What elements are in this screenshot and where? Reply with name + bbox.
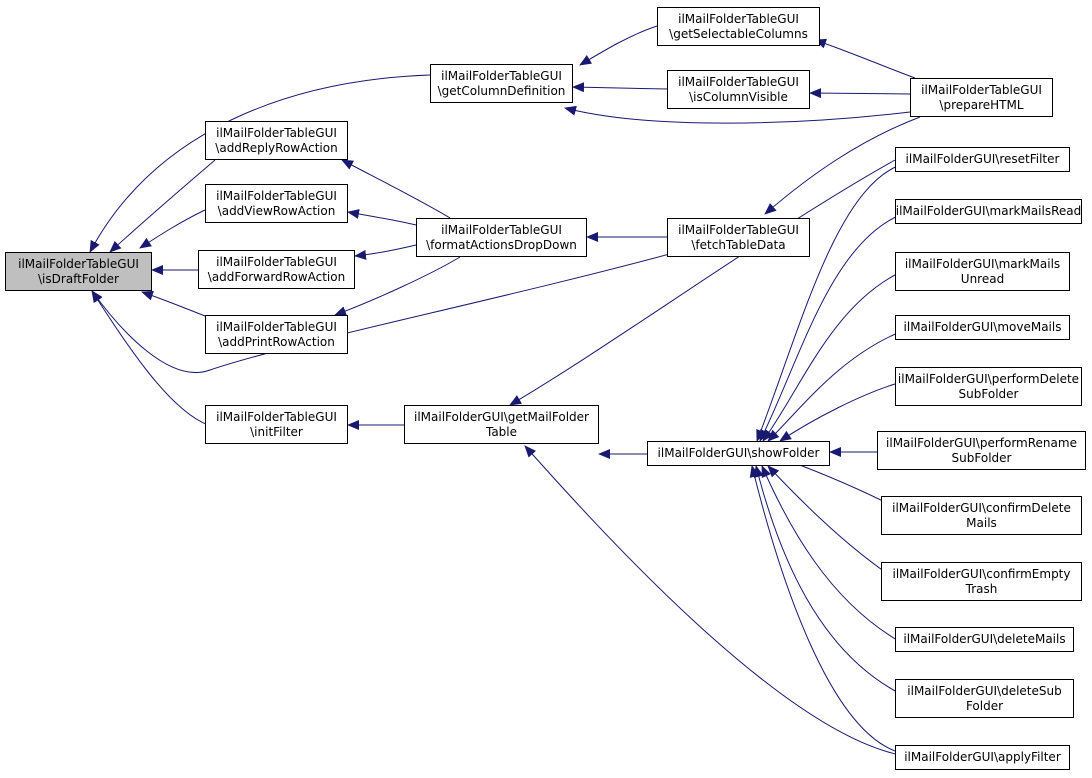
- edge-applyFilter-to-showFolder: [749, 465, 899, 753]
- node-label-line: \addPrintRowAction: [218, 334, 335, 349]
- node-label-line: \addViewRowAction: [217, 203, 336, 218]
- edge-addViewRowAction-to-isDraftFolder: [139, 209, 206, 249]
- node-label-line: Folder: [965, 698, 1004, 713]
- node-label-line: ilMailFolderGUI\performDelete: [897, 371, 1080, 386]
- edge-getSelectableColumns-to-getColumnDefinition: [579, 25, 658, 66]
- node-label-line: ilMailFolderTableGUI: [921, 82, 1042, 97]
- edge-confirmEmptyTrash-to-showFolder: [767, 465, 886, 573]
- node-label-line: ilMailFolderTableGUI: [678, 11, 799, 26]
- node-addReplyRowAction[interactable]: ilMailFolderTableGUI\addReplyRowAction: [205, 121, 348, 160]
- node-label-line: ilMailFolderGUI\confirmDelete: [892, 500, 1071, 515]
- node-label-line: \addForwardRowAction: [207, 269, 346, 284]
- node-resetFilter[interactable]: ilMailFolderGUI\resetFilter: [895, 147, 1070, 172]
- node-isDraftFolder: ilMailFolderTableGUI\isDraftFolder: [5, 252, 152, 291]
- edge-deleteSubFolder-to-showFolder: [753, 465, 898, 693]
- node-label-line: Unread: [960, 271, 1005, 286]
- node-label-line: Mails: [966, 515, 997, 530]
- edge-deleteMails-to-showFolder: [761, 465, 898, 641]
- edge-markMailsUnread-to-showFolder: [762, 274, 896, 442]
- node-label-line: ilMailFolderTableGUI: [216, 409, 337, 424]
- node-label-line: ilMailFolderGUI\resetFilter: [905, 152, 1060, 166]
- edge-getColumnDefinition-to-isDraftFolder: [89, 74, 431, 253]
- node-label-line: ilMailFolderGUI\showFolder: [657, 446, 820, 460]
- node-label-line: \isDraftFolder: [38, 271, 119, 286]
- node-label-line: \getSelectableColumns: [669, 26, 808, 41]
- edge-formatActionsDropDown-to-addPrintRowAction: [334, 256, 461, 316]
- node-label-line: \addReplyRowAction: [215, 140, 338, 155]
- node-label-line: ilMailFolderTableGUI: [216, 254, 337, 269]
- node-label-line: SubFolder: [951, 450, 1012, 465]
- node-label-line: \fetchTableData: [691, 237, 786, 252]
- edge-addReplyRowAction-to-isDraftFolder: [109, 159, 216, 253]
- node-getColumnDefinition[interactable]: ilMailFolderTableGUI\getColumnDefinition: [430, 64, 573, 103]
- edge-prepareHTML-to-fetchTableData: [764, 116, 921, 215]
- node-moveMails[interactable]: ilMailFolderGUI\moveMails: [895, 315, 1070, 340]
- edge-resetFilter-to-showFolder: [756, 164, 901, 442]
- node-initFilter[interactable]: ilMailFolderTableGUI\initFilter: [205, 405, 348, 444]
- node-label-line: Table: [485, 424, 518, 439]
- node-label-line: ilMailFolderTableGUI: [216, 319, 337, 334]
- edge-moveMails-to-showFolder: [767, 329, 906, 442]
- node-label-line: ilMailFolderTableGUI: [441, 222, 562, 237]
- node-formatActionsDropDown[interactable]: ilMailFolderTableGUI\formatActionsDropDo…: [416, 218, 587, 257]
- node-label-line: ilMailFolderTableGUI: [678, 74, 799, 89]
- node-addPrintRowAction[interactable]: ilMailFolderTableGUI\addPrintRowAction: [205, 315, 348, 354]
- node-label-line: ilMailFolderGUI\deleteSub: [907, 683, 1062, 698]
- edge-fetchTableData-to-isDraftFolder: [91, 251, 678, 373]
- node-markMailsRead[interactable]: ilMailFolderGUI\markMailsRead: [895, 199, 1082, 224]
- node-label-line: ilMailFolderGUI\deleteMails: [903, 632, 1066, 646]
- node-label-line: \isColumnVisible: [689, 89, 788, 104]
- node-isColumnVisible[interactable]: ilMailFolderTableGUI\isColumnVisible: [667, 70, 810, 109]
- edge-applyFilter-to-getMailFolderTable: [524, 445, 901, 756]
- node-label-line: ilMailFolderTableGUI: [678, 222, 799, 237]
- node-showFolder[interactable]: ilMailFolderGUI\showFolder: [647, 441, 830, 466]
- edge-isColumnVisible-to-getColumnDefinition: [572, 82, 668, 93]
- node-fetchTableData[interactable]: ilMailFolderTableGUI\fetchTableData: [667, 218, 810, 257]
- node-label-line: ilMailFolderGUI\applyFilter: [904, 750, 1061, 764]
- node-label-line: ilMailFolderGUI\confirmEmpty: [892, 566, 1071, 581]
- node-label-line: Trash: [965, 581, 998, 596]
- edge-resetFilter-to-getMailFolderTable: [509, 159, 896, 406]
- edge-formatActionsDropDown-to-addReplyRowAction: [341, 159, 451, 219]
- node-label-line: ilMailFolderTableGUI: [441, 68, 562, 83]
- edge-formatActionsDropDown-to-addViewRowAction: [347, 209, 417, 226]
- node-label-line: ilMailFolderTableGUI: [216, 125, 337, 140]
- node-label-line: ilMailFolderTableGUI: [216, 188, 337, 203]
- node-addForwardRowAction[interactable]: ilMailFolderTableGUI\addForwardRowAction: [198, 250, 355, 289]
- node-label-line: ilMailFolderGUI\moveMails: [903, 320, 1062, 334]
- node-label-line: \formatActionsDropDown: [426, 237, 577, 252]
- node-label-line: ilMailFolderGUI\performRename: [886, 435, 1077, 450]
- edge-markMailsRead-to-showFolder: [759, 214, 901, 442]
- node-addViewRowAction[interactable]: ilMailFolderTableGUI\addViewRowAction: [205, 184, 348, 223]
- node-getSelectableColumns[interactable]: ilMailFolderTableGUI\getSelectableColumn…: [657, 7, 820, 46]
- node-label-line: ilMailFolderGUI\getMailFolder: [414, 409, 589, 424]
- node-label-line: ilMailFolderGUI\markMails: [904, 256, 1061, 271]
- node-label-line: ilMailFolderTableGUI: [18, 256, 139, 271]
- edge-performDeleteSubFolder-to-showFolder: [779, 383, 896, 442]
- node-prepareHTML[interactable]: ilMailFolderTableGUI\prepareHTML: [910, 78, 1053, 117]
- edge-prepareHTML-to-isColumnVisible: [809, 88, 911, 99]
- node-deleteMails[interactable]: ilMailFolderGUI\deleteMails: [895, 627, 1074, 652]
- node-label-line: ilMailFolderGUI\markMailsRead: [895, 204, 1082, 218]
- edge-initFilter-to-isDraftFolder: [91, 290, 209, 426]
- node-applyFilter[interactable]: ilMailFolderGUI\applyFilter: [895, 745, 1070, 770]
- edge-addPrintRowAction-to-isDraftFolder: [141, 290, 211, 319]
- edge-formatActionsDropDown-to-addForwardRowAction: [354, 244, 417, 260]
- edge-prepareHTML-to-getSelectableColumns: [814, 38, 916, 79]
- node-label-line: \initFilter: [250, 424, 303, 439]
- edge-prepareHTML-to-getColumnDefinition: [564, 105, 911, 124]
- node-label-line: \prepareHTML: [939, 97, 1024, 112]
- node-label-line: SubFolder: [958, 386, 1019, 401]
- node-label-line: \getColumnDefinition: [437, 83, 566, 98]
